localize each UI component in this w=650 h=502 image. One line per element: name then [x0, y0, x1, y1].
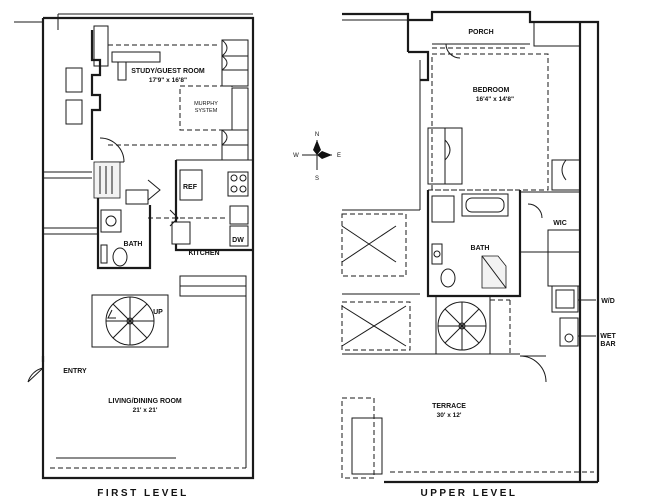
upper-jog	[408, 50, 430, 82]
study-chair	[117, 62, 127, 81]
terrace-label: TERRACE	[432, 403, 466, 410]
bathtub	[461, 193, 509, 217]
linen-cabinet	[431, 195, 455, 223]
bath-vanity	[100, 209, 122, 233]
kitchen-label: KITCHEN	[188, 250, 219, 257]
wic-label: WIC	[553, 220, 567, 227]
dw-label: DW	[232, 237, 244, 244]
upper-level-plan: PORCH BEDROOM 16'4" x 14'8" WIC BATH W/D…	[341, 10, 616, 484]
hall-closet	[125, 189, 149, 205]
study-door-swing	[99, 137, 125, 163]
bedroom-outline	[431, 53, 549, 191]
study-desk	[111, 51, 161, 63]
porch-door-swing	[445, 43, 461, 59]
first-level-title: FIRST LEVEL	[97, 488, 188, 499]
upper-level-title: UPPER LEVEL	[421, 488, 518, 499]
murphy-cabinet	[231, 87, 249, 133]
murphy-label-2: SYSTEM	[195, 108, 218, 114]
burner-3	[230, 185, 238, 193]
porch-label: PORCH	[468, 29, 493, 36]
upper-bath-label: BATH	[471, 245, 490, 252]
terrace-bench	[351, 417, 383, 475]
first-level-outer-wall	[41, 16, 255, 480]
compass-n: N	[315, 132, 319, 138]
ref-label: REF	[183, 184, 198, 191]
entry-label: ENTRY	[63, 368, 87, 375]
living-room-size: 21' x 21'	[133, 407, 158, 414]
study-west-wall	[90, 30, 102, 160]
bedroom-closet-right	[551, 159, 581, 191]
porch-corner-box	[533, 21, 581, 47]
burner-4	[239, 185, 247, 193]
window-bay-2	[65, 99, 83, 125]
window-bay-1	[65, 67, 83, 93]
stair-well	[91, 294, 169, 348]
wic-door-swing	[527, 203, 543, 219]
compass-w: W	[293, 153, 299, 159]
compass-s: S	[315, 176, 319, 182]
bedroom-size: 16'4" x 14'8"	[476, 96, 514, 103]
upper-toilet	[440, 268, 456, 288]
wet-bar-label-1: WET	[600, 333, 616, 340]
kitchen-sink	[229, 205, 249, 225]
wic-room	[519, 191, 581, 253]
upper-vanity	[431, 243, 443, 265]
first-level-plan: STUDY/GUEST ROOM 17'9" x 16'8" MURPHY SY…	[14, 13, 255, 480]
wd-label: W/D	[601, 298, 615, 305]
hall-door-swing	[147, 179, 161, 201]
bathtub-inner	[465, 197, 505, 213]
bath-walls	[96, 198, 152, 270]
bath-shelf	[100, 244, 108, 264]
terrace-planter	[341, 397, 375, 479]
study-room-label: STUDY/GUEST ROOM	[131, 68, 205, 75]
upper-spiral-stair	[435, 295, 511, 355]
study-closet-left	[93, 25, 109, 67]
study-room-size: 17'9" x 16'8"	[149, 77, 187, 84]
entry-door-swing	[27, 367, 44, 383]
terrace-door-swing	[519, 355, 547, 383]
upper-sink	[433, 250, 441, 258]
kitchen-cabinet	[171, 221, 191, 245]
cooktop	[227, 171, 249, 197]
first-bath-label: BATH	[124, 241, 143, 248]
wic-shelving	[547, 229, 581, 287]
study-closets	[221, 39, 249, 161]
spiral-stair	[105, 296, 155, 346]
burner-1	[230, 174, 238, 182]
compass-rose: N S E W	[293, 132, 341, 182]
stair-up-label: UP	[153, 309, 163, 316]
living-room-label: LIVING/DINING ROOM	[108, 398, 182, 405]
murphy-label-1: MURPHY	[194, 101, 218, 107]
wet-bar-sink	[564, 333, 574, 343]
refrigerator	[179, 169, 203, 201]
bedroom-label: BEDROOM	[473, 87, 510, 94]
roof-skylights	[341, 209, 430, 355]
kitchen-door-swing	[169, 209, 179, 227]
linen-closet	[93, 161, 121, 199]
wet-bar-label-2: BAR	[600, 341, 615, 348]
bath-toilet	[112, 247, 128, 267]
kitchen-west-wall	[174, 160, 253, 252]
wet-bar-counter	[559, 317, 579, 347]
burner-2	[239, 174, 247, 182]
terrace-size: 30' x 12'	[437, 412, 462, 419]
compass-e: E	[337, 153, 341, 159]
bath-sink	[105, 215, 117, 227]
dishwasher	[229, 225, 249, 247]
